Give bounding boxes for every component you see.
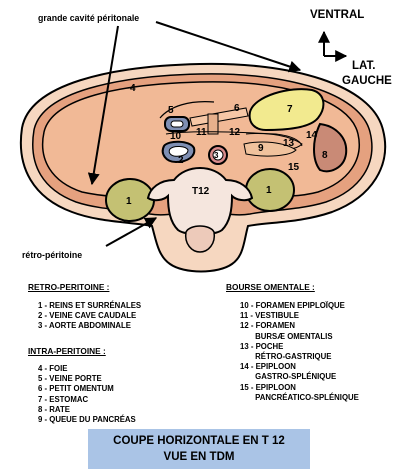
label-5: 5	[168, 105, 174, 116]
label-12: 12	[229, 127, 241, 138]
orientation-axes-icon	[318, 30, 348, 62]
label-1-left: 1	[266, 185, 272, 196]
label-9: 9	[258, 143, 264, 154]
legend-item: GASTRO-SPLÉNIQUE	[240, 372, 337, 382]
label-7: 7	[287, 104, 293, 115]
legend-item: 13 - POCHE	[240, 341, 284, 351]
legend-bourse-heading: BOURSE OMENTALE :	[226, 282, 315, 292]
legend-item: RÉTRO-GASTRIQUE	[240, 352, 332, 362]
legend-item: 7 - ESTOMAC	[38, 394, 89, 404]
grande-cavite-arrow-left	[87, 25, 119, 186]
legend-item: 10 - FORAMEN EPIPLOÏQUE	[240, 301, 345, 310]
figure-title-box: COUPE HORIZONTALE EN T 12 VUE EN TDM	[88, 429, 310, 469]
legend-item: 2 - VEINE CAVE CAUDALE	[38, 311, 137, 321]
label-10: 10	[170, 131, 182, 142]
retro-peritoine-arrow	[105, 217, 158, 247]
legend-item: 11 - VESTIBULE	[240, 311, 299, 321]
legend-item: 3 - AORTE ABDOMINALE	[38, 321, 131, 331]
legend-retro-heading: RETRO-PERITOINE :	[28, 282, 110, 292]
legend-item: 5 - VEINE PORTE	[38, 374, 102, 384]
label-13: 13	[283, 138, 295, 149]
label-6: 6	[234, 103, 240, 114]
label-11: 11	[196, 127, 207, 138]
figure-title-line1: COUPE HORIZONTALE EN T 12	[113, 435, 285, 447]
label-1-right: 1	[126, 196, 132, 207]
label-4: 4	[130, 83, 136, 94]
liver-boundary	[159, 101, 215, 119]
label-3: 3	[214, 151, 219, 160]
ventral-label: VENTRAL	[310, 9, 364, 21]
label-t12: T12	[192, 186, 210, 197]
legend-item: 1 - REINS ET SURRÉNALES	[38, 301, 142, 310]
legend-item: PANCRÉATICO-SPLÉNIQUE	[240, 392, 359, 402]
lateral-label-2: GAUCHE	[342, 75, 392, 87]
figure-title-line2: VUE EN TDM	[163, 451, 235, 463]
legend-item: 6 - PETIT OMENTUM	[38, 384, 114, 394]
spleen	[313, 122, 348, 173]
retro-peritoine-label: rétro-péritoine	[22, 250, 82, 260]
label-14: 14	[306, 130, 318, 141]
legend-item: 14 - EPIPLOON	[240, 362, 296, 372]
grande-cavite-label: grande cavité péritonale	[38, 13, 139, 23]
legend-item: BURSÆ OMENTALIS	[240, 331, 333, 341]
legend-retro-list: 1 - REINS ET SURRÉNALES 2 - VEINE CAVE C…	[38, 301, 141, 332]
lesser-omentum	[189, 107, 249, 127]
legend-intra-heading: INTRA-PERITOINE :	[28, 346, 106, 356]
label-15: 15	[288, 162, 300, 173]
stomach	[248, 88, 325, 132]
legend-item: 15 - EPIPLOON	[240, 382, 296, 392]
legend-bourse-list: 10 - FORAMEN EPIPLOÏQUE 11 - VESTIBULE 1…	[240, 301, 359, 403]
legend-item: 8 - RATE	[38, 404, 70, 414]
legend-item: 12 - FORAMEN	[240, 321, 296, 331]
cross-section-diagram: 4 5 6 7 10 11 12 13 14 9 8 15 2 3 1 1 T1…	[19, 9, 392, 273]
spinous-process	[184, 225, 216, 253]
label-2: 2	[178, 155, 184, 166]
grande-cavite-arrow-right	[155, 21, 302, 73]
label-8: 8	[322, 150, 328, 161]
legend-item: 9 - QUEUE DU PANCRÉAS	[38, 415, 136, 425]
pancreas-tail	[243, 141, 297, 157]
lateral-label-1: LAT.	[352, 60, 375, 72]
legend-item: 4 - FOIE	[38, 364, 68, 373]
legend-intra-list: 4 - FOIE 5 - VEINE PORTE 6 - PETIT OMENT…	[38, 364, 136, 425]
